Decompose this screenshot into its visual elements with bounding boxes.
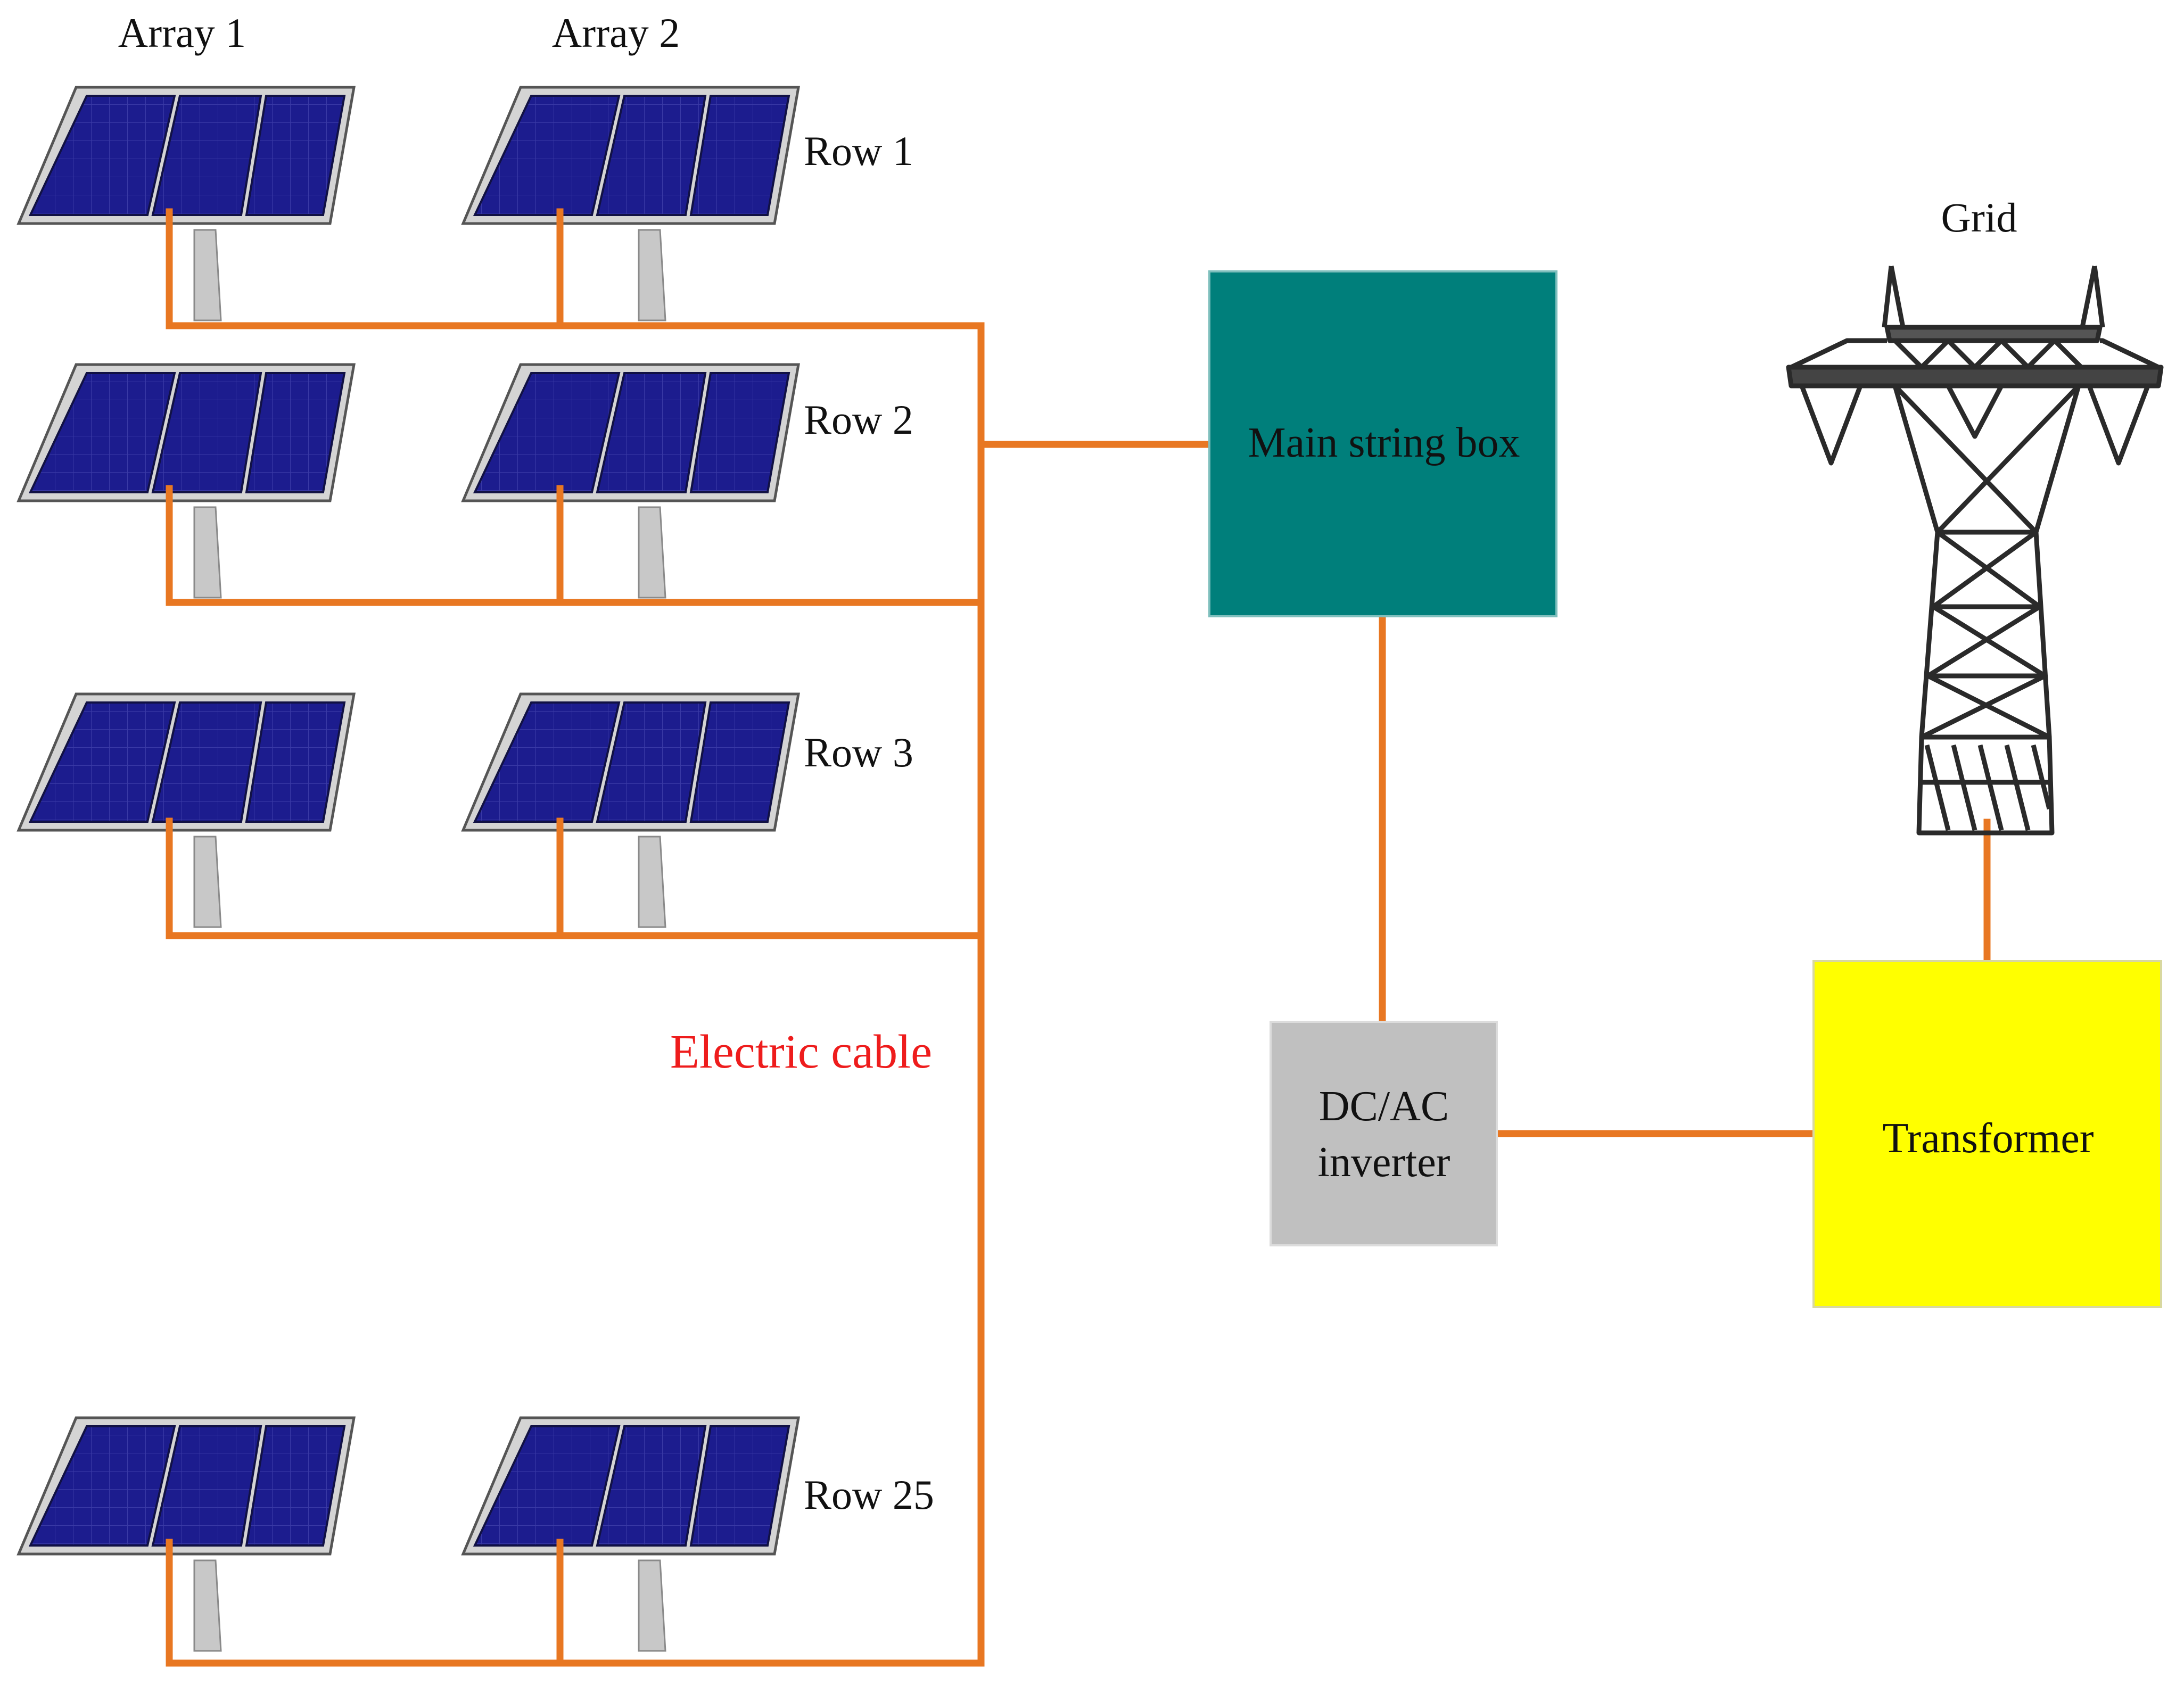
solar-panel-row2-array1	[19, 365, 354, 598]
solar-panel-row25-array2	[463, 1418, 798, 1651]
transformer-label: Transformer	[1883, 1115, 2094, 1162]
solar-panel-row1-array1	[19, 87, 354, 320]
inverter-label-line1: DC/AC	[1319, 1083, 1449, 1130]
row-3-label: Row 3	[804, 729, 913, 775]
array-1-label: Array 1	[118, 10, 246, 56]
row-2-label: Row 2	[804, 396, 913, 443]
dc-ac-inverter-box	[1270, 1021, 1498, 1246]
array-2-label: Array 2	[552, 10, 680, 56]
row-25-label: Row 25	[804, 1472, 934, 1518]
row-1-label: Row 1	[804, 128, 913, 174]
solar-panel-row1-array2	[463, 87, 798, 320]
electric-cable-network	[166, 208, 1991, 1667]
electric-cable-label: Electric cable	[670, 1026, 932, 1078]
solar-panel-row25-array1	[19, 1418, 354, 1651]
inverter-label-line2: inverter	[1318, 1139, 1450, 1186]
solar-panel-row2-array2	[463, 365, 798, 598]
solar-panel-row3-array2	[463, 694, 798, 927]
solar-panel-row3-array1	[19, 694, 354, 927]
transmission-tower-icon	[1786, 266, 2164, 836]
main-string-box	[1208, 270, 1557, 617]
main-string-box-label: Main string box	[1248, 419, 1520, 466]
grid-label: Grid	[1941, 194, 2017, 241]
transformer-box	[1812, 960, 2162, 1308]
